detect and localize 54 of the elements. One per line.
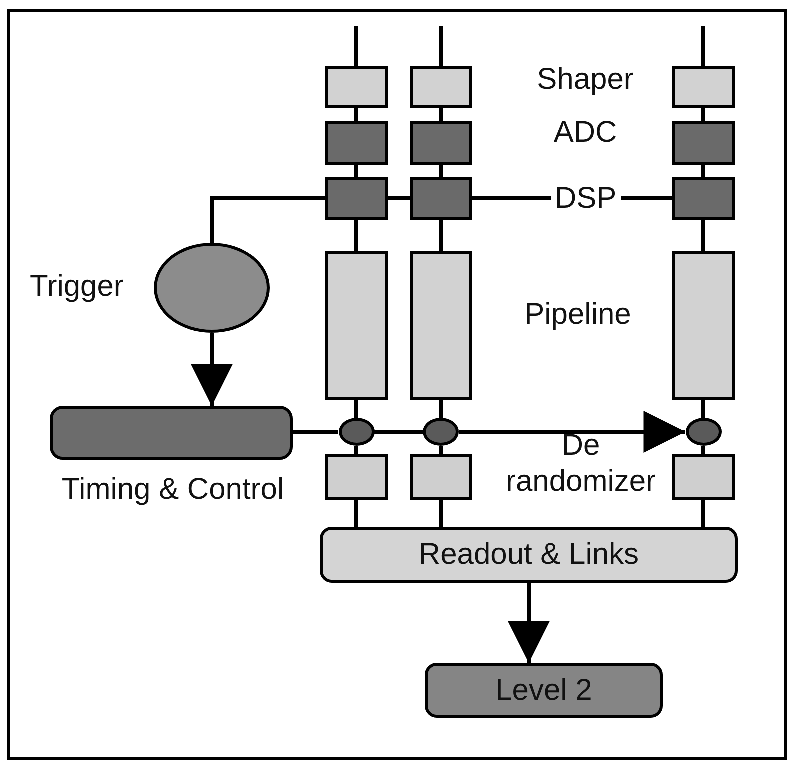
shaper-box bbox=[325, 66, 388, 108]
connector-line bbox=[439, 500, 443, 527]
row-label: Pipeline bbox=[524, 297, 632, 333]
node-label: Timing & Control bbox=[60, 472, 286, 508]
row-label: ADC bbox=[552, 115, 618, 151]
junction-dot bbox=[423, 418, 459, 446]
connector-line bbox=[702, 108, 706, 121]
connector-line bbox=[439, 26, 443, 66]
connector-line bbox=[354, 220, 358, 251]
arrow bbox=[190, 333, 233, 406]
connector-line bbox=[354, 108, 358, 121]
connector-line bbox=[439, 108, 443, 121]
derandomizer-box bbox=[672, 454, 735, 500]
connector-line bbox=[210, 196, 325, 243]
shaper-box bbox=[672, 66, 735, 108]
readout-box: Readout & Links bbox=[320, 527, 738, 583]
derandomizer-box bbox=[410, 454, 472, 500]
adc-box bbox=[672, 121, 735, 165]
connector-line bbox=[702, 220, 706, 251]
dsp-box bbox=[325, 177, 388, 220]
connector-line bbox=[354, 165, 358, 177]
arrow bbox=[459, 411, 686, 454]
connector-line bbox=[293, 430, 338, 434]
connector-line bbox=[354, 400, 358, 418]
dsp-box bbox=[410, 177, 472, 220]
pipeline-box bbox=[672, 251, 735, 400]
connector-line bbox=[354, 446, 358, 454]
connector-line bbox=[439, 220, 443, 251]
connector-line bbox=[374, 430, 423, 434]
connector-line bbox=[439, 446, 443, 454]
arrow bbox=[508, 583, 550, 664]
junction-dot bbox=[338, 418, 374, 446]
derandomizer-box bbox=[325, 454, 388, 500]
connector-line bbox=[388, 196, 410, 200]
connector-line bbox=[702, 165, 706, 177]
node-label: Trigger bbox=[30, 269, 124, 305]
level-2-box: Level 2 bbox=[425, 663, 663, 718]
dsp-box bbox=[672, 177, 735, 220]
adc-box bbox=[410, 121, 472, 165]
adc-box bbox=[325, 121, 388, 165]
connector-line bbox=[702, 500, 706, 527]
connector-line bbox=[702, 400, 706, 418]
connector-line bbox=[354, 26, 358, 66]
shaper-box bbox=[410, 66, 472, 108]
connector-line bbox=[439, 165, 443, 177]
row-label: De randomizer bbox=[504, 428, 658, 500]
connector-line bbox=[354, 500, 358, 527]
row-label: Shaper bbox=[536, 62, 635, 98]
connector-line bbox=[702, 26, 706, 66]
connector-line bbox=[439, 400, 443, 418]
connector-line bbox=[702, 446, 706, 454]
junction-dot bbox=[686, 418, 722, 446]
pipeline-box bbox=[410, 251, 472, 400]
pipeline-box bbox=[325, 251, 388, 400]
